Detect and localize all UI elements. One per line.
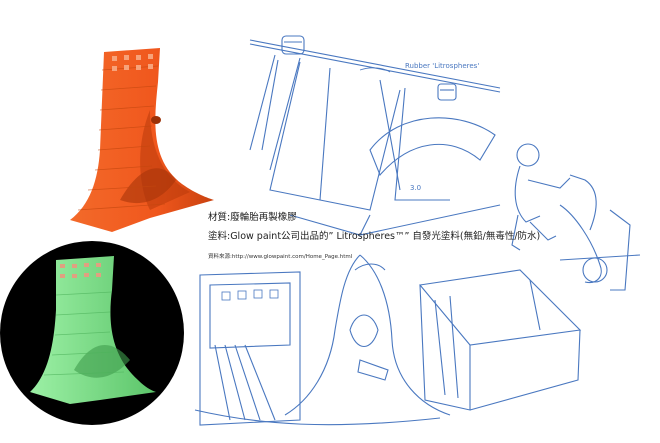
glow-ramp-render xyxy=(0,241,184,425)
ramp-sketch xyxy=(194,254,582,426)
source-caption: 資料來源:http://www.glowpaint.com/Home_Page.… xyxy=(208,254,353,260)
skater-sketch xyxy=(511,143,641,291)
swing-seat-left xyxy=(281,35,305,55)
swing-sketch: Rubber 'Litrospheres' 3.0 xyxy=(249,35,501,236)
material-caption: 材質:廢輪胎再製橡膠 xyxy=(208,212,297,223)
orange-ramp-render xyxy=(70,48,214,232)
rubber-note: Rubber 'Litrospheres' xyxy=(405,62,479,70)
dimension-note: 3.0 xyxy=(410,184,421,192)
paint-caption: 塗料:Glow paint公司出品的” Litrospheres™” 自發光塗料… xyxy=(208,231,541,242)
swing-seat-right xyxy=(437,83,457,101)
